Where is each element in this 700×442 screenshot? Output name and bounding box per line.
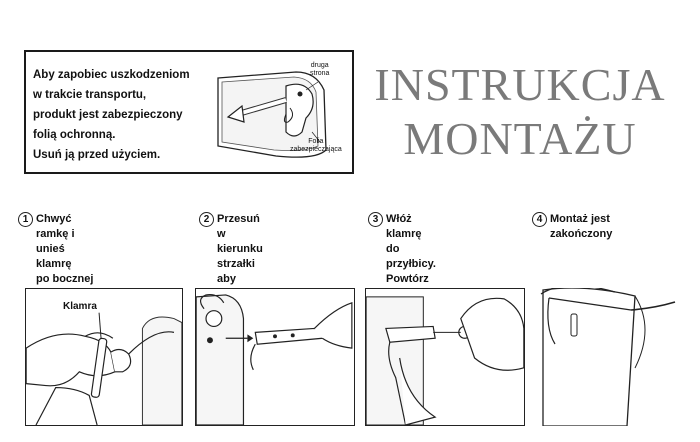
step-1-illustration: Klamra [25,288,183,426]
step-3-number: 3 [368,212,383,227]
label-other-side: druga strona [310,62,330,77]
step-4-text: Montaż jest zakończony [550,213,613,240]
label-protective-foil: Folia zabezpieczająca [290,138,342,153]
step-4-illustration [535,288,685,426]
foil-removal-illustration: druga strona Folia zabezpieczająca [216,60,348,168]
step-2-illustration [195,288,355,426]
title-line-1: INSTRUKCJA [374,59,666,110]
protective-foil-notice: Aby zapobiec uszkodzeniom w trakcie tran… [24,50,354,174]
notice-text: Aby zapobiec uszkodzeniom w trakcie tran… [33,69,190,161]
clip-label: Klamra [63,301,97,312]
step-1-number: 1 [18,212,33,227]
step-4-number: 4 [532,212,547,227]
page-title: INSTRUKCJA MONTAŻU [360,58,680,166]
step-3-illustration [365,288,525,426]
step-2-number: 2 [199,212,214,227]
title-line-2: MONTAŻU [403,113,637,164]
